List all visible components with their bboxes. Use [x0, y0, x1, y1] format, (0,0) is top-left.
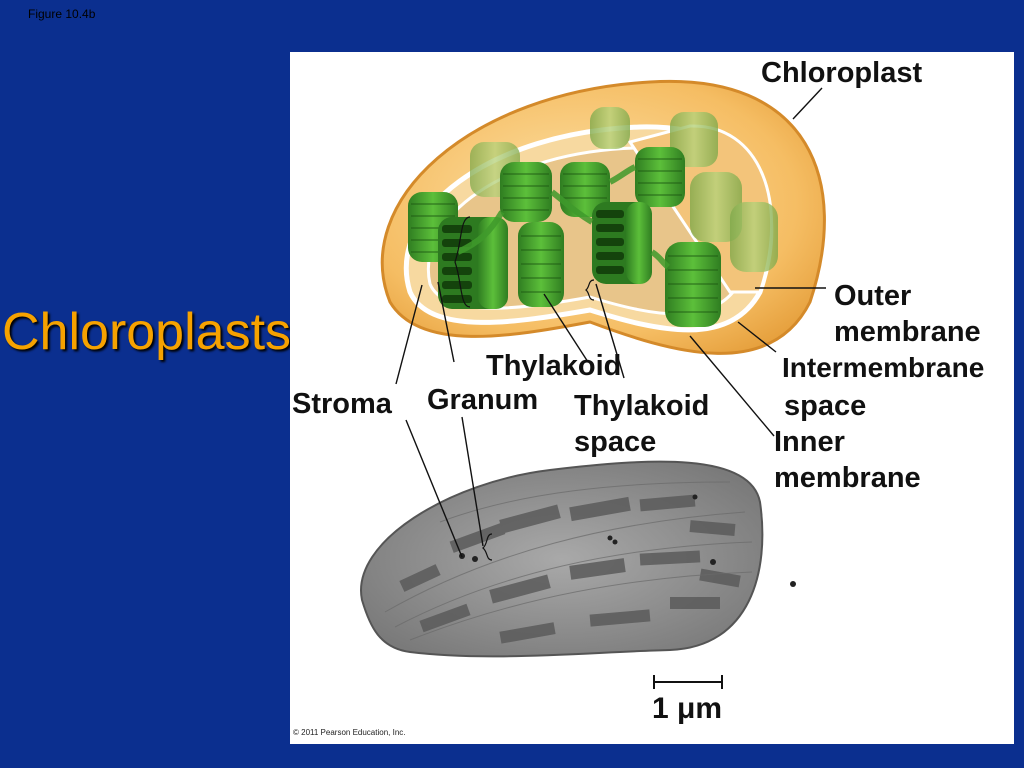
- grana-stacks: [408, 147, 721, 327]
- figure-panel: Chloroplast Outer membrane Intermembrane…: [290, 52, 1014, 744]
- label-outer-membrane-line2: membrane: [834, 316, 981, 348]
- label-intermembrane-line1: Intermembrane: [782, 352, 985, 383]
- label-thylakoid-space-line1: Thylakoid: [574, 390, 710, 422]
- slide-title: Chloroplasts: [2, 303, 292, 361]
- label-thylakoid: Thylakoid: [486, 350, 622, 382]
- scale-bar-label: 1 μm: [652, 692, 723, 725]
- label-inner-membrane-line2: membrane: [774, 462, 921, 494]
- label-outer-membrane-line1: Outer: [834, 280, 912, 312]
- figure-reference: Figure 10.4b: [28, 7, 96, 21]
- copyright-notice: © 2011 Pearson Education, Inc.: [293, 728, 406, 737]
- label-intermembrane-line2: space: [784, 390, 867, 422]
- label-thylakoid-space-line2: space: [574, 426, 657, 458]
- granum-brace: [454, 216, 595, 308]
- cut-granum-center: [592, 202, 652, 284]
- leader-lines: [395, 87, 826, 558]
- chloroplast-illustration: [360, 79, 826, 689]
- label-stroma: Stroma: [292, 388, 392, 420]
- electron-micrograph: [360, 460, 796, 658]
- scale-bar: [653, 675, 723, 689]
- label-granum: Granum: [427, 384, 539, 416]
- cut-granum-left: [438, 217, 508, 309]
- label-chloroplast: Chloroplast: [761, 57, 923, 89]
- label-inner-membrane-line1: Inner: [774, 426, 845, 458]
